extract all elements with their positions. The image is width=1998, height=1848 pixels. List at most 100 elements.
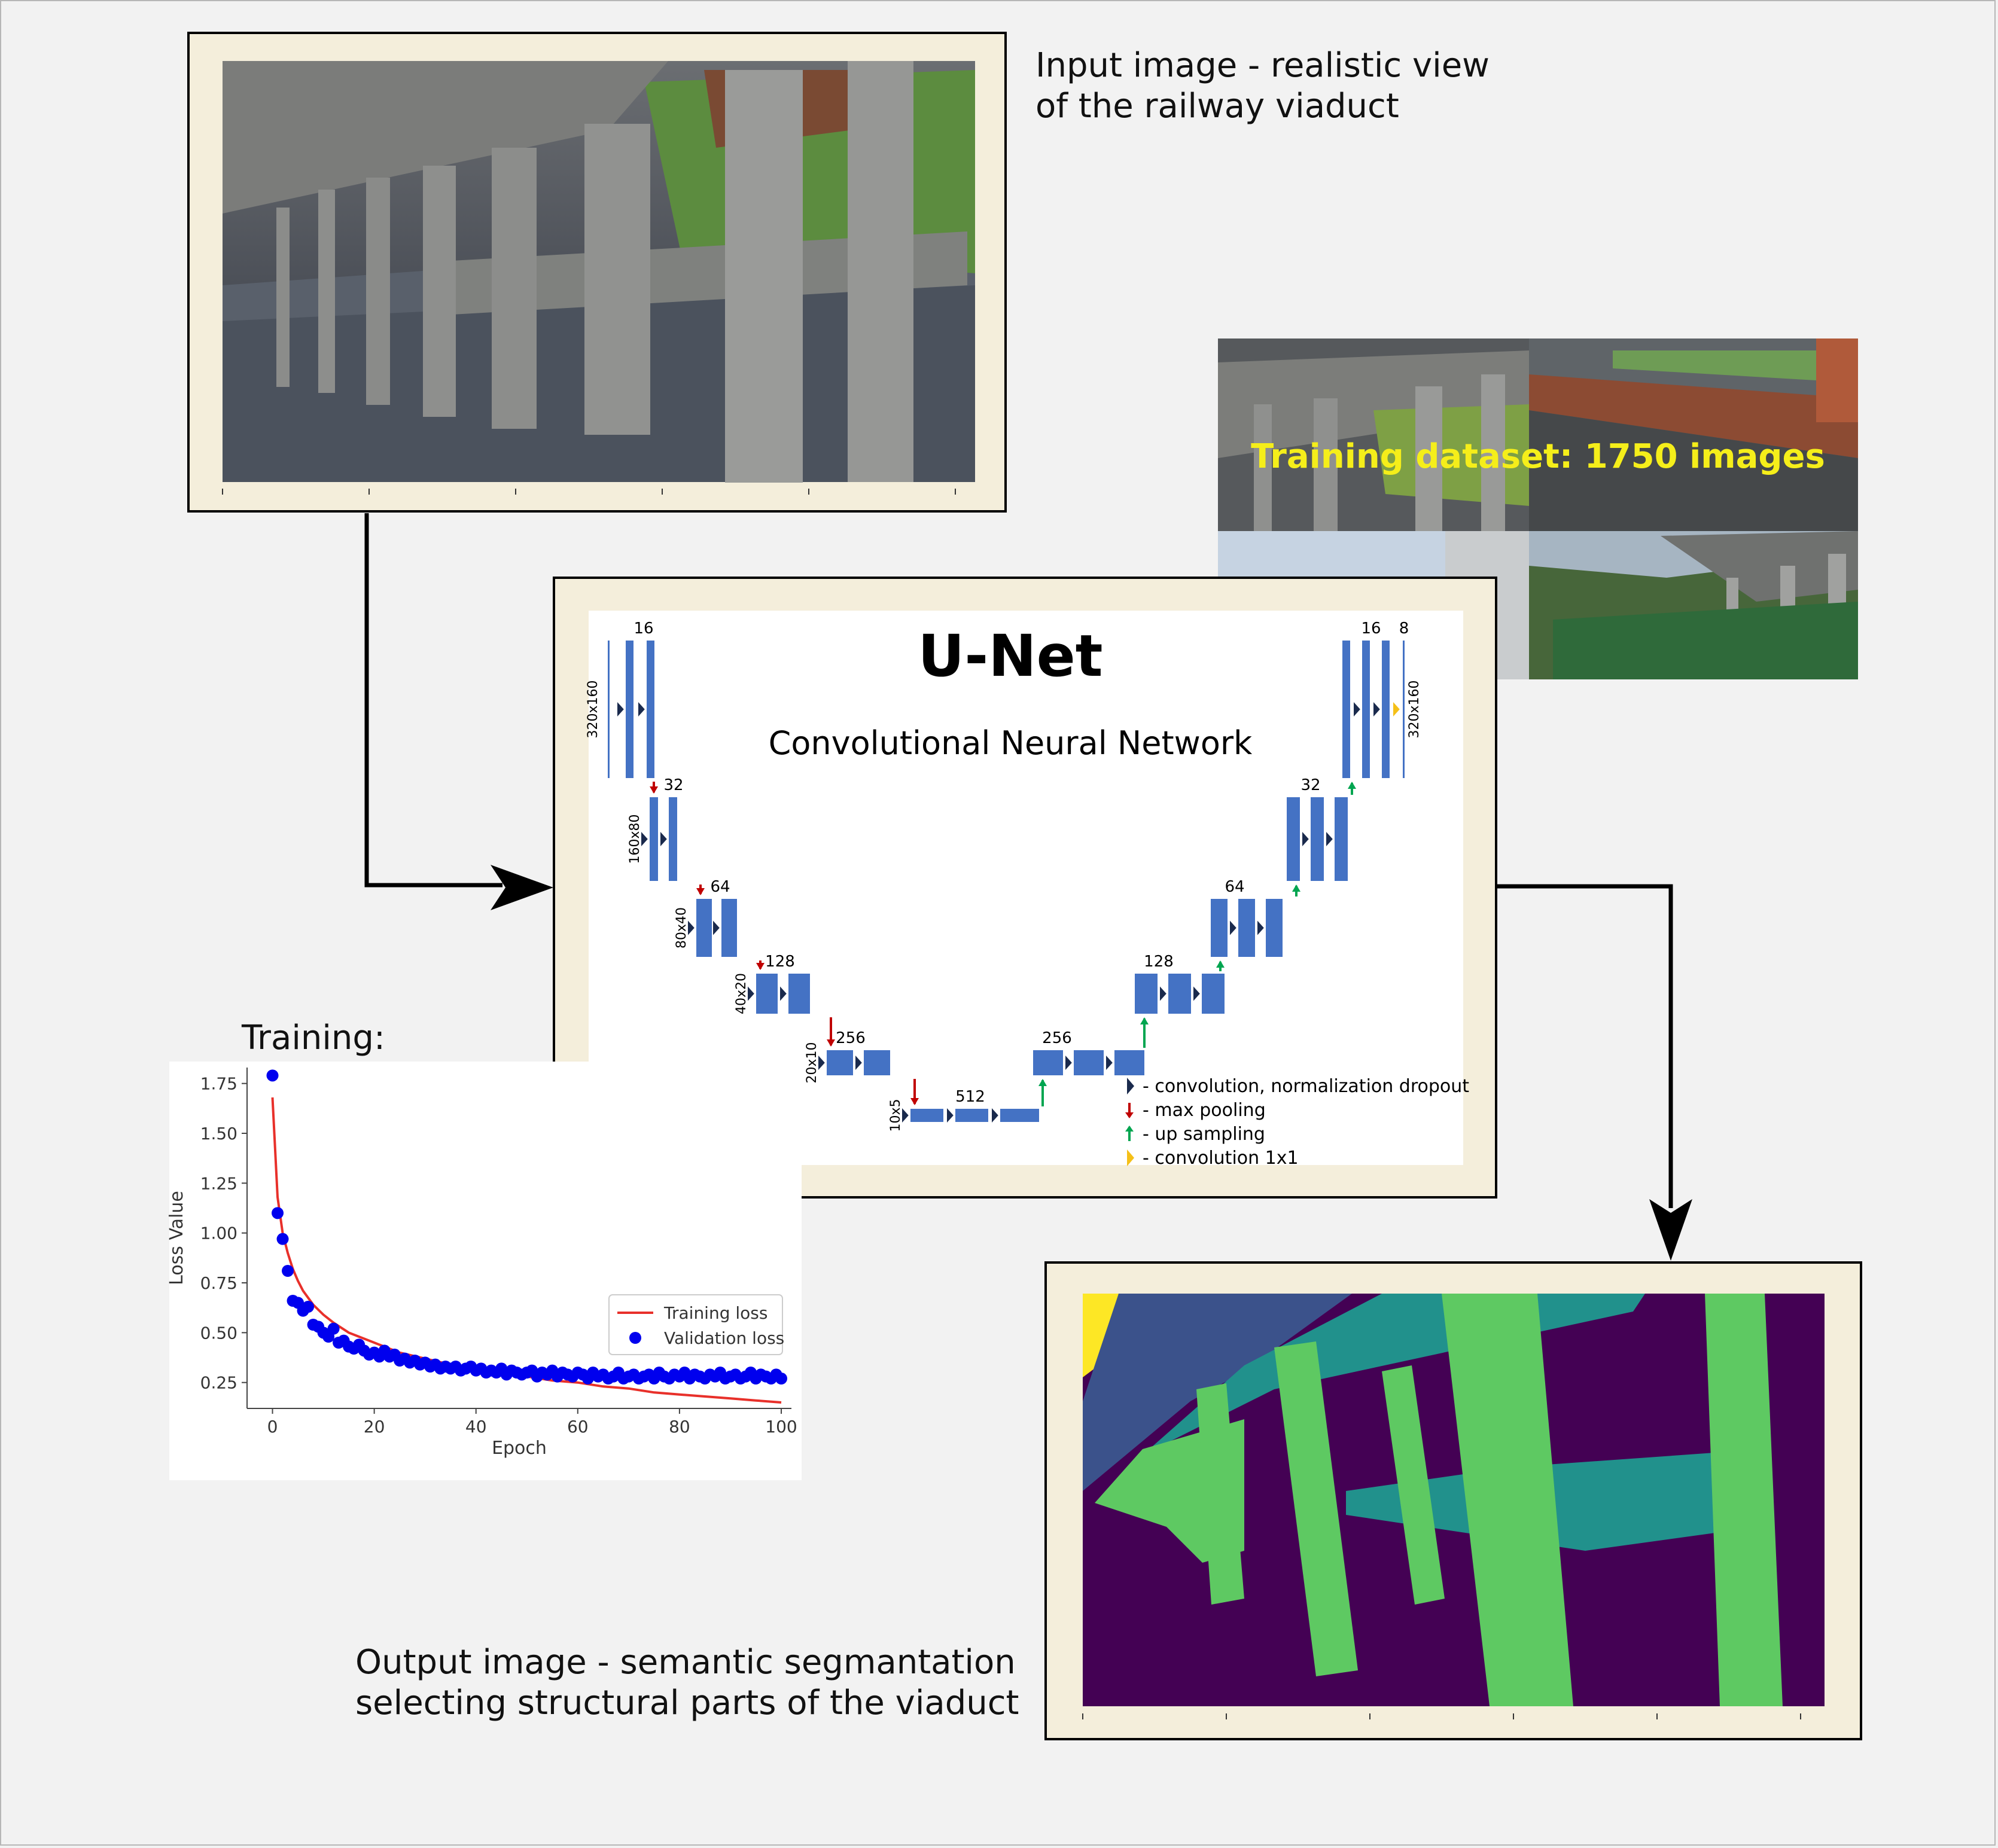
dec-level-5-conv-triangle bbox=[1106, 1056, 1113, 1070]
dec-level-1-block-1 bbox=[1342, 641, 1350, 778]
arrow-head-unet-to-output bbox=[1649, 1199, 1692, 1261]
up-sampling-arrow bbox=[1216, 960, 1225, 971]
y-tick-label: 0.75 bbox=[200, 1273, 237, 1293]
enc-level-4-block-1 bbox=[756, 974, 778, 1014]
x-tick-label: 40 bbox=[465, 1417, 487, 1437]
up-sampling-arrow bbox=[1348, 782, 1356, 795]
bottleneck-block-3 bbox=[1000, 1109, 1039, 1122]
validation-loss-point bbox=[327, 1322, 340, 1335]
enc-level-3-block-2 bbox=[721, 899, 737, 957]
enc-level-4-block-2 bbox=[788, 974, 810, 1014]
y-tick-label: 1.25 bbox=[200, 1173, 237, 1193]
validation-loss-point bbox=[266, 1069, 279, 1082]
bottleneck-conv-triangle bbox=[992, 1108, 998, 1123]
training-label: Training: bbox=[242, 1018, 385, 1057]
max-pooling-arrow bbox=[650, 782, 658, 794]
dec-level-5-block-1 bbox=[1033, 1050, 1063, 1075]
up-sampling-arrow bbox=[1038, 1079, 1047, 1106]
enc-level-2-conv-triangle bbox=[641, 832, 648, 846]
output-image-caption: Output image - semantic segmantation sel… bbox=[355, 1642, 1019, 1724]
filter-count-label: 256 bbox=[1042, 1029, 1072, 1047]
yellow-triangle-icon bbox=[1127, 1149, 1134, 1166]
y-axis-label: Loss Value bbox=[166, 1191, 187, 1285]
enc-level-3-conv-triangle bbox=[688, 920, 695, 935]
enc-level-3-conv-triangle bbox=[713, 920, 720, 935]
arrow-head-input-to-unet bbox=[491, 865, 553, 910]
validation-loss-point bbox=[276, 1233, 289, 1245]
input-image-caption: Input image - realistic view of the rail… bbox=[1035, 45, 1490, 127]
x-tick-label: 100 bbox=[765, 1417, 797, 1437]
x-tick-label: 80 bbox=[669, 1417, 690, 1437]
enc-level-4-conv-triangle bbox=[780, 986, 787, 1001]
filter-count-label: 16 bbox=[633, 620, 653, 638]
dec-level-1-block-2 bbox=[1362, 641, 1370, 778]
y-tick-label: 0.50 bbox=[200, 1323, 237, 1343]
dec-level-2-block-2 bbox=[1311, 797, 1324, 881]
enc-level-1-conv-triangle bbox=[638, 702, 645, 716]
training-loss-line bbox=[271, 1097, 782, 1404]
legend-label: Training loss bbox=[663, 1303, 767, 1323]
resolution-label: 10x5 bbox=[888, 1099, 903, 1132]
legend-label: Validation loss bbox=[664, 1328, 784, 1348]
validation-loss-point bbox=[282, 1265, 294, 1277]
dataset-thumbnails bbox=[1218, 339, 1858, 679]
validation-loss-point bbox=[272, 1207, 284, 1219]
bottleneck-block-1 bbox=[910, 1109, 943, 1122]
viaduct-photo bbox=[222, 61, 975, 495]
enc-level-1-conv-triangle bbox=[617, 702, 624, 716]
bottleneck-block-2 bbox=[955, 1109, 988, 1122]
legend-item: - up sampling bbox=[1125, 1124, 1265, 1145]
dec-level-1-block-3 bbox=[1382, 641, 1390, 778]
dec-level-2-conv-triangle bbox=[1326, 832, 1333, 846]
arrow-unet-to-output bbox=[1494, 884, 1673, 1208]
validation-loss-point bbox=[775, 1373, 787, 1385]
enc-level-2-conv-triangle bbox=[660, 832, 667, 846]
enc-level-5-block-1 bbox=[827, 1050, 853, 1075]
filter-count-label: 512 bbox=[955, 1088, 985, 1106]
x-tick-label: 20 bbox=[364, 1417, 385, 1437]
y-tick-label: 1.75 bbox=[200, 1074, 237, 1094]
filter-count-label: 16 bbox=[1361, 620, 1381, 638]
y-tick-label: 0.25 bbox=[200, 1373, 237, 1393]
enc-level-1-block-1 bbox=[626, 641, 633, 778]
filter-count-label: 128 bbox=[765, 953, 795, 971]
input-image-frame bbox=[187, 32, 1007, 513]
enc-level-5-conv-triangle bbox=[818, 1056, 825, 1070]
x-tick-label: 60 bbox=[567, 1417, 589, 1437]
segmentation-image bbox=[1082, 1294, 1825, 1719]
up-sampling-arrow bbox=[1140, 1017, 1149, 1048]
dec-level-4-block-3 bbox=[1202, 974, 1225, 1014]
legend-item: - convolution 1x1 bbox=[1127, 1148, 1299, 1169]
dec-level-1-conv-triangle bbox=[1354, 702, 1360, 716]
enc-level-1-input bbox=[608, 641, 610, 778]
dec-level-3-conv-triangle bbox=[1230, 920, 1236, 935]
output-image-frame bbox=[1044, 1261, 1862, 1740]
dec-level-2-block-3 bbox=[1335, 797, 1348, 881]
dec-level-5-block-2 bbox=[1074, 1050, 1104, 1075]
dec-level-2-conv-triangle bbox=[1302, 832, 1309, 846]
y-tick-label: 1.50 bbox=[200, 1124, 237, 1143]
training-dataset-mosaic: Training dataset: 1750 images bbox=[1218, 339, 1858, 679]
output-filter-label: 8 bbox=[1399, 620, 1409, 638]
enc-level-2-block-1 bbox=[650, 797, 658, 881]
max-pooling-arrow bbox=[696, 885, 705, 895]
filter-count-label: 64 bbox=[1225, 878, 1244, 896]
resolution-label: 320x160 bbox=[586, 680, 601, 738]
output-caption-line2: selecting structural parts of the viaduc… bbox=[355, 1684, 1019, 1722]
output-caption-line1: Output image - semantic segmantation bbox=[355, 1643, 1016, 1682]
filter-count-label: 64 bbox=[710, 878, 730, 896]
unet-architecture: 16320x16032160x806480x4012840x2025620x10… bbox=[586, 620, 1469, 1169]
max-pooling-arrow bbox=[756, 960, 765, 970]
filter-count-label: 256 bbox=[836, 1029, 866, 1047]
x-axis-label: Epoch bbox=[492, 1438, 547, 1459]
filter-count-label: 128 bbox=[1144, 953, 1174, 971]
unet-title: U-Net bbox=[918, 623, 1103, 690]
legend-text: - max pooling bbox=[1143, 1100, 1266, 1121]
resolution-label: 40x20 bbox=[734, 973, 749, 1014]
legend-dot-swatch bbox=[629, 1332, 641, 1344]
input-caption-line2: of the railway viaduct bbox=[1035, 87, 1399, 126]
